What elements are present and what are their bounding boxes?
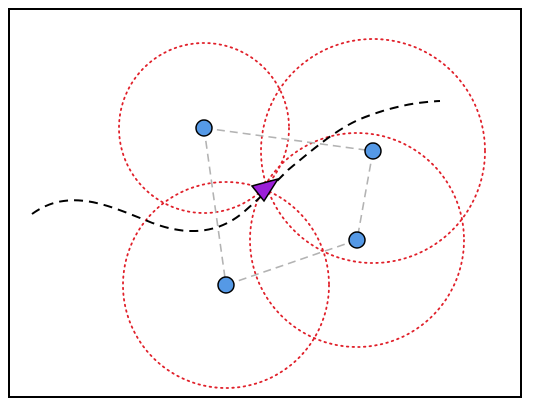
link-n3-n4	[225, 239, 358, 286]
range-circle-n3	[249, 132, 465, 348]
link-n2-n3	[356, 150, 374, 241]
agent-arrow-marker	[250, 177, 280, 203]
link-n1-n4	[203, 127, 227, 286]
node-n3	[348, 231, 366, 249]
node-n2	[364, 142, 382, 160]
diagram-frame	[8, 8, 522, 398]
range-circle-n2	[260, 38, 486, 264]
nodes	[195, 119, 382, 294]
node-links	[203, 127, 374, 286]
trajectory-path	[31, 100, 441, 233]
range-circle-n1	[118, 42, 290, 214]
node-n4	[217, 276, 235, 294]
range-circles	[118, 38, 486, 389]
node-n1	[195, 119, 213, 137]
range-circle-n4	[122, 181, 330, 389]
link-n1-n2	[203, 127, 374, 152]
